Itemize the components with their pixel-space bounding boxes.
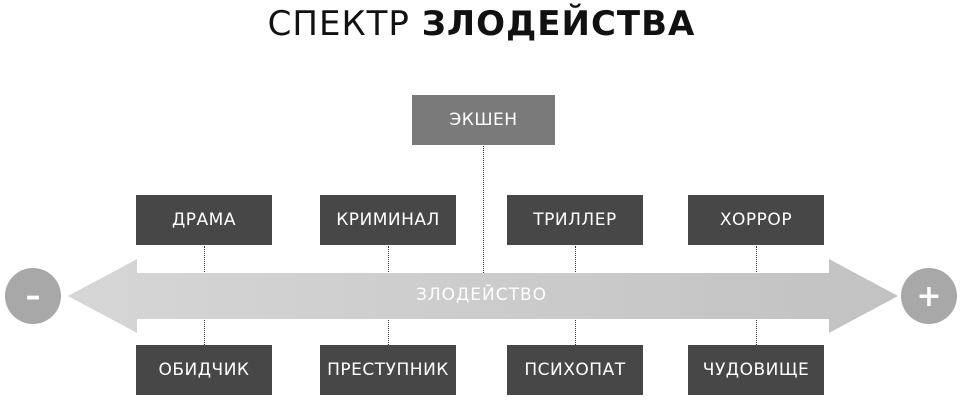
connector bbox=[756, 320, 757, 345]
minus-icon: – bbox=[5, 268, 61, 324]
connector bbox=[575, 246, 576, 272]
genre-box: КРИМИНАЛ bbox=[320, 195, 456, 245]
genre-box-action: ЭКШЕН bbox=[412, 95, 555, 145]
genre-box: ДРАМА bbox=[136, 195, 272, 245]
connector bbox=[756, 246, 757, 272]
connector bbox=[388, 320, 389, 345]
connector bbox=[575, 320, 576, 345]
page-title: СПЕКТР ЗЛОДЕЙСТВА bbox=[0, 4, 963, 44]
axis-label: ЗЛОДЕЙСТВО bbox=[415, 285, 548, 305]
villain-box: ПСИХОПАТ bbox=[507, 345, 643, 395]
connector bbox=[388, 246, 389, 272]
title-light: СПЕКТР bbox=[267, 4, 410, 44]
villain-box: ПРЕСТУПНИК bbox=[320, 345, 456, 395]
connector bbox=[204, 320, 205, 345]
plus-icon: + bbox=[901, 268, 957, 324]
genre-box: ХОРРОР bbox=[688, 195, 824, 245]
villain-box: ОБИДЧИК bbox=[136, 345, 272, 395]
connector-action bbox=[483, 146, 484, 273]
title-bold: ЗЛОДЕЙСТВА bbox=[421, 4, 696, 44]
genre-box: ТРИЛЛЕР bbox=[507, 195, 643, 245]
villain-box: ЧУДОВИЩЕ bbox=[688, 345, 824, 395]
connector bbox=[204, 246, 205, 272]
